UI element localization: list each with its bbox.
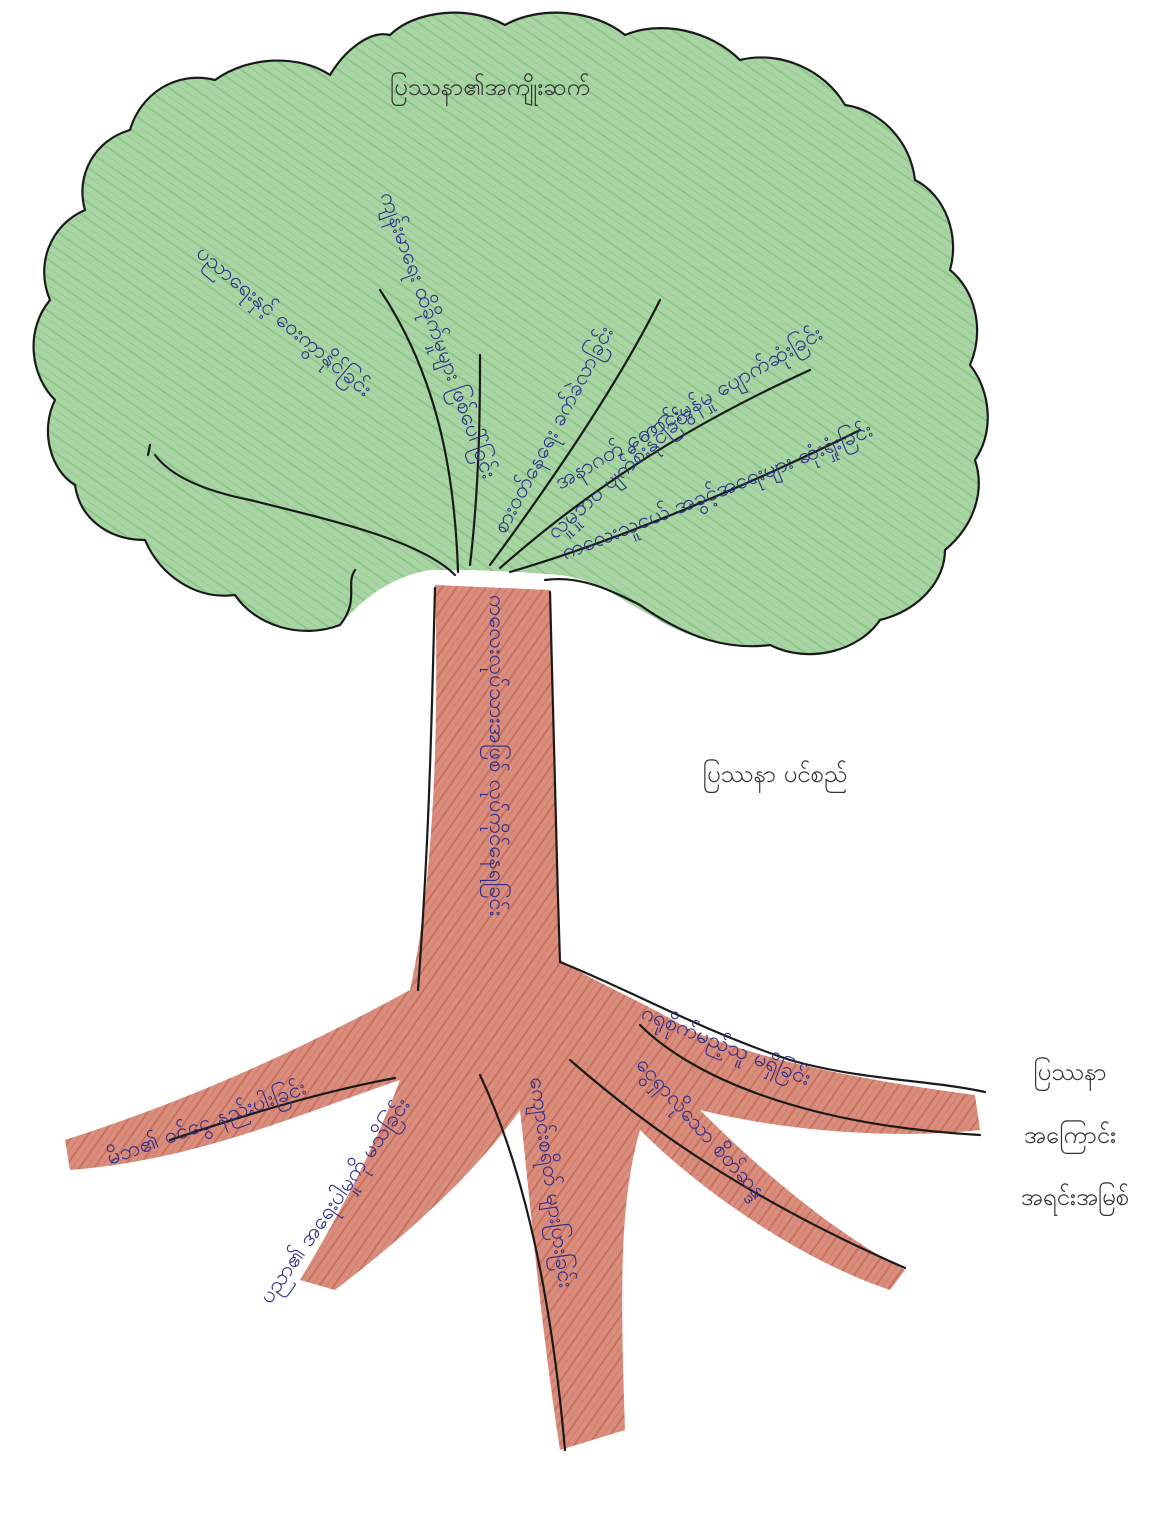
trunk-text: ကလေးလုပ်သားအဖြစ် လုပ်ကိုင်နေရခြင်း: [480, 595, 511, 916]
roots-label-line-1: ပြဿနာ: [1033, 1056, 1106, 1091]
roots-label-line-3: အရင်းအမြစ်: [1021, 1181, 1130, 1216]
trunk-label: ပြဿနာ ပင်စည်: [703, 758, 847, 793]
tree-trunk-roots: [65, 585, 980, 1450]
roots-label-line-2: အကြောင်း: [1024, 1119, 1116, 1154]
trunk-shape: [65, 585, 980, 1450]
